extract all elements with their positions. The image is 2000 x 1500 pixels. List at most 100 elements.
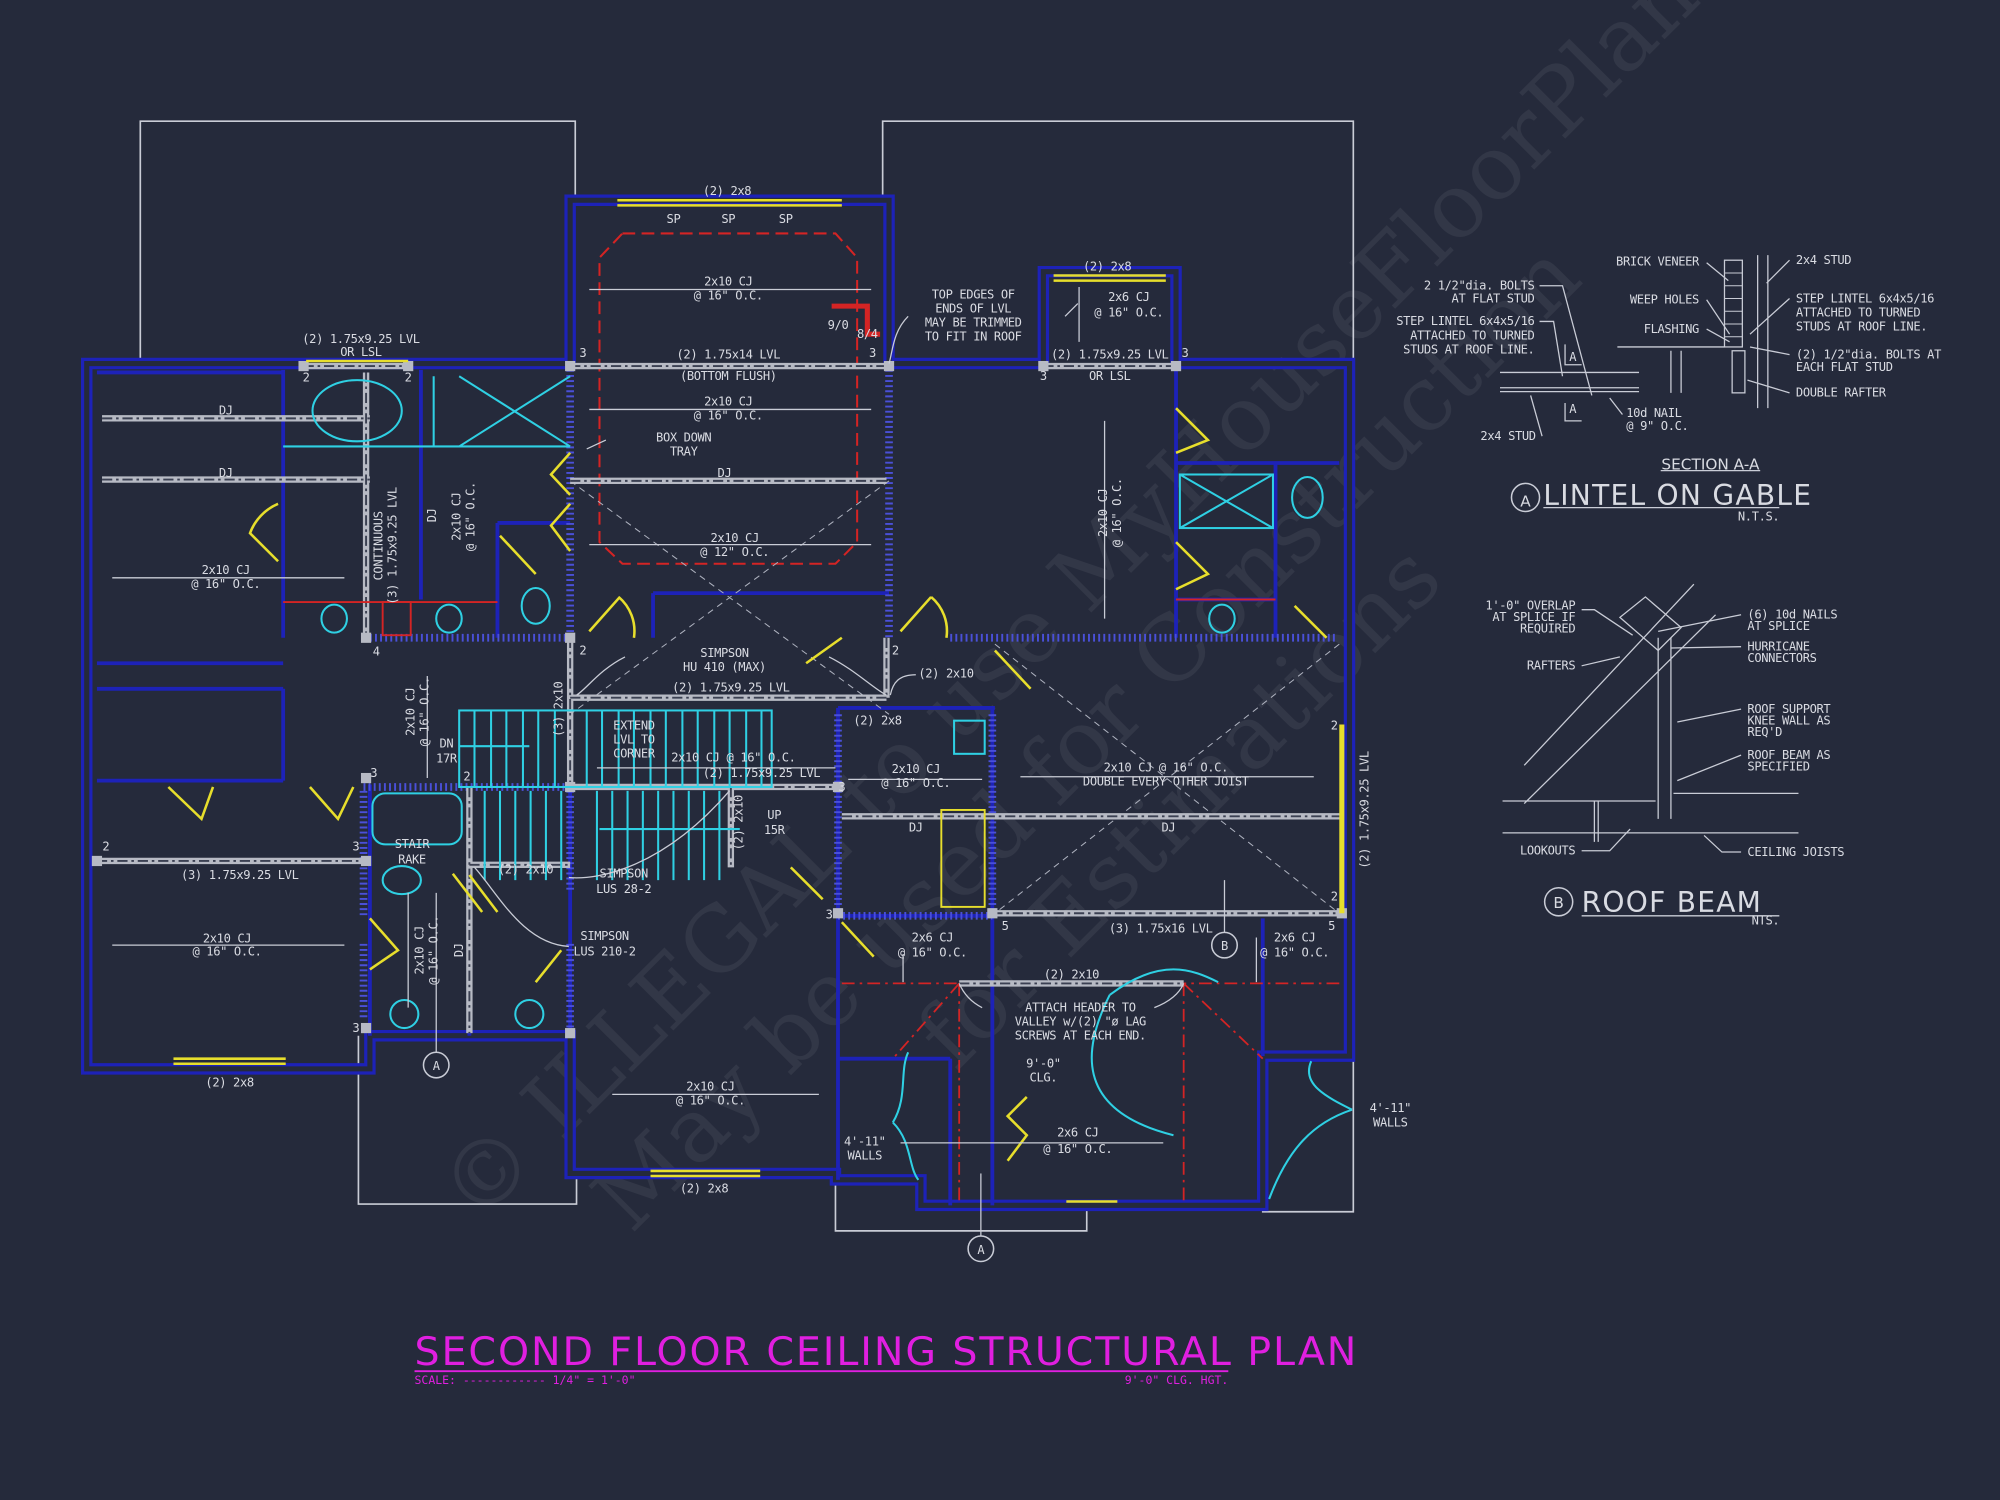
header-label: (2) 2x10 [498,863,553,877]
joist-note: DOUBLE EVERY OTHER JOIST [1083,775,1250,789]
stair-riser-count: 15R [764,823,786,837]
detail-scale: NTS. [1752,914,1780,928]
joist-label: 2x10 CJ [404,688,418,736]
hanger-label: SIMPSON [700,646,748,660]
headers [173,198,1166,1203]
beam-label: (2) 1.75x9.25 LVL [672,680,790,694]
joist-label: 2x10 CJ [449,492,463,540]
section-cut-label: A [1569,402,1577,416]
tray-label: TRAY [670,444,699,458]
drawing-scale: SCALE: ------------ 1/4" = 1'-0" [415,1373,636,1387]
pitch-symbol [831,303,881,337]
note-line: ENDS OF LVL [935,302,1011,316]
callout: REQ'D [1747,725,1782,739]
section-marker-a: A [433,1059,441,1073]
splice-label: SP [779,212,793,226]
hanger-label: LUS 210-2 [574,944,636,958]
ceiling-height-label: 9'-0" [1026,1057,1061,1071]
double-joist-label: DJ [909,821,923,835]
joist-label: 2x10 CJ [892,762,940,776]
callout: SPECIFIED [1747,759,1809,773]
beam-label: OR LSL [1089,369,1131,383]
callout: AT FLAT STUD [1452,291,1535,305]
beam-label: (2) 1.75x9.25 LVL [1358,751,1372,869]
detail-title: ROOF BEAM [1582,886,1763,919]
joist-label: 2x10 CJ [704,395,752,409]
note-line: TOP EDGES OF [932,287,1015,301]
joist-spacing: @ 16" O.C. [1043,1142,1112,1156]
note-line: ATTACH HEADER TO [1025,1000,1136,1014]
callout: REQUIRED [1520,622,1575,636]
joist-label: 2x10 CJ [1096,489,1110,537]
callout: 10d NAIL [1626,406,1681,420]
double-joist-label: DJ [452,943,466,957]
post-count: 2 [892,643,899,657]
joist-label: 2x10 CJ [686,1080,734,1094]
leader-lines [474,303,1353,1200]
beam-label: (2) 1.75x14 LVL [677,347,781,361]
tray-label: BOX DOWN [656,430,711,444]
double-joist-label: DJ [219,404,233,418]
post-count: 3 [826,907,833,921]
beam-label: (2) 1.75x9.25 LVL [1051,347,1169,361]
splice-label: SP [667,212,681,226]
detail-a-lintel-on-gable [1500,255,1790,513]
joist-spacing: @ 16" O.C. [1260,946,1329,960]
joist-spacing: @ 16" O.C. [694,409,763,423]
note-line: VALLEY w/(2) "ø LAG [1015,1015,1146,1029]
doors [167,407,1328,1162]
joist-spacing: @ 16" O.C. [463,482,477,551]
post-count: 5 [1328,919,1335,933]
callout: CONNECTORS [1747,651,1816,665]
detail-scale: N.T.S. [1738,509,1779,523]
section-cut-label: A [1569,350,1577,364]
joist-spacing: @ 16" O.C. [1094,305,1163,319]
note-line: EXTEND [613,719,655,733]
header-label: (2) 2x8 [703,184,751,198]
post-count: 3 [1181,346,1188,360]
header-label: (2) 2x10 [1044,967,1099,981]
callout: HURRICANE [1747,640,1809,654]
header-label: (3) 2x10 [552,681,566,736]
post-count: 2 [463,770,470,784]
note-line: RAKE [398,853,426,867]
joist-spacing: @ 16" O.C. [676,1094,745,1108]
ceiling-height-label: CLG. [1030,1071,1058,1085]
note-line: TO FIT IN ROOF [925,330,1022,344]
section-title: SECTION A-A [1661,455,1760,473]
callout: ROOF SUPPORT [1747,702,1831,716]
hanger-label: SIMPSON [580,929,628,943]
note-line: CORNER [613,747,656,761]
joist-label: 2x6 CJ [1274,930,1315,944]
joist-label: 2x10 CJ [202,563,250,577]
joist-label: 2x6 CJ [1057,1125,1098,1139]
note-line: MAY BE TRIMMED [925,316,1022,330]
callout: 2x4 STUD [1480,429,1535,443]
box-down-tray-outline [598,232,859,565]
double-joist-label: DJ [219,466,233,480]
wall-height-label: WALLS [848,1148,883,1162]
callout: STUDS AT ROOF LINE. [1796,319,1927,333]
post-count: 3 [838,780,845,794]
double-joist-label: DJ [1161,821,1175,835]
vault-diagonals [569,480,1340,914]
post-count: 3 [352,1021,359,1035]
joist-spacing: @ 16" O.C. [418,677,432,746]
plumbing-fixtures [283,375,1324,1030]
joist-label: 2x10 CJ [711,531,759,545]
callout: @ 9" O.C. [1626,419,1688,433]
callout: STEP LINTEL 6x4x5/16 [1396,314,1534,328]
detail-title: LINTEL ON GABLE [1543,479,1812,512]
hanger-label: SIMPSON [600,867,648,881]
header-label: (2) 2x8 [680,1182,728,1196]
callout: DOUBLE RAFTER [1796,386,1887,400]
beams [91,360,1347,1039]
callout: BRICK VENEER [1616,254,1700,268]
post-count: 3 [579,346,586,360]
header-label: (2) 2x8 [205,1076,253,1090]
detail-marker: B [1553,894,1564,912]
wall-height-label: 4'-11" [844,1134,885,1148]
detail-marker: A [1520,492,1531,510]
